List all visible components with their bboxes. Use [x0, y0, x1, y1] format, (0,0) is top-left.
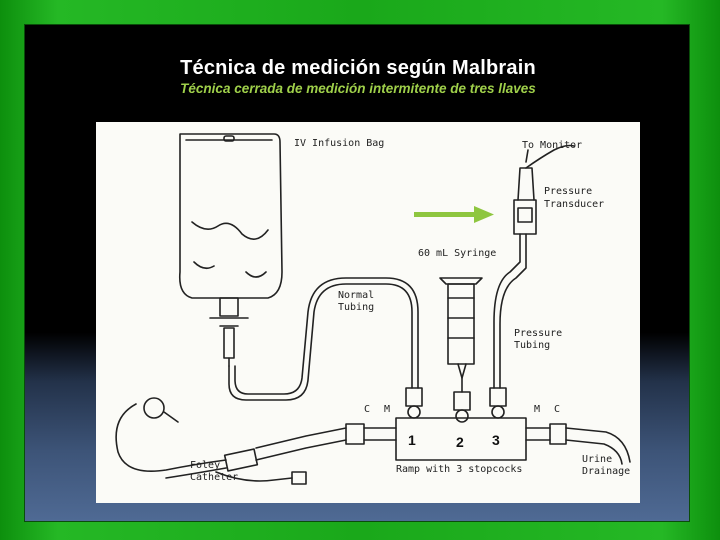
label-urine-1: Urine: [582, 454, 613, 465]
label-m-right: M: [534, 404, 541, 415]
label-syringe: 60 mL Syringe: [418, 248, 497, 259]
diagram-drawing: [115, 133, 631, 485]
stopcock-number-3: 3: [492, 432, 500, 448]
label-m-left: M: [384, 404, 391, 415]
slide-title: Técnica de medición según Malbrain: [180, 57, 536, 79]
label-transducer-2: Transducer: [544, 199, 605, 210]
label-foley-1: Foley: [190, 460, 221, 471]
pressure-tubing: [493, 233, 521, 389]
normal-tubing: [228, 283, 413, 401]
foley-catheter: [115, 403, 227, 472]
label-to-monitor: To Monitor: [522, 140, 583, 151]
stopcock-number-1: 1: [408, 432, 416, 448]
label-transducer-1: Pressure: [544, 186, 593, 197]
foley-balloon: [143, 397, 165, 419]
urine-drainage: [565, 427, 631, 465]
label-pressure-2: Tubing: [514, 340, 551, 351]
slide-subtitle: Técnica cerrada de medición intermitente…: [180, 81, 536, 96]
label-pressure-1: Pressure: [514, 328, 563, 339]
label-ramp: Ramp with 3 stopcocks: [396, 464, 523, 475]
stopcock-1: [405, 387, 423, 419]
malbrain-diagram: IV Infusion Bag To Monitor Pressure Tran…: [96, 122, 640, 503]
label-foley-2: Catheter: [190, 472, 239, 483]
arrow-icon: [414, 206, 494, 223]
label-iv-bag: IV Infusion Bag: [294, 138, 385, 149]
stopcock-3: [489, 387, 507, 419]
stopcock-2: [453, 391, 471, 423]
slide: Técnica de medición según Malbrain Técni…: [24, 24, 690, 522]
stopcock-number-2: 2: [456, 434, 464, 450]
iv-bag: [178, 133, 283, 299]
syringe: [439, 277, 483, 285]
label-normal-2: Tubing: [338, 302, 375, 313]
label-urine-2: Drainage: [582, 466, 631, 477]
drip-chamber: [219, 297, 239, 317]
label-c-left: C: [364, 404, 371, 415]
label-normal-1: Normal: [338, 290, 375, 301]
pressure-transducer: [513, 199, 537, 235]
ramp: [395, 417, 527, 461]
label-c-right: C: [554, 404, 561, 415]
